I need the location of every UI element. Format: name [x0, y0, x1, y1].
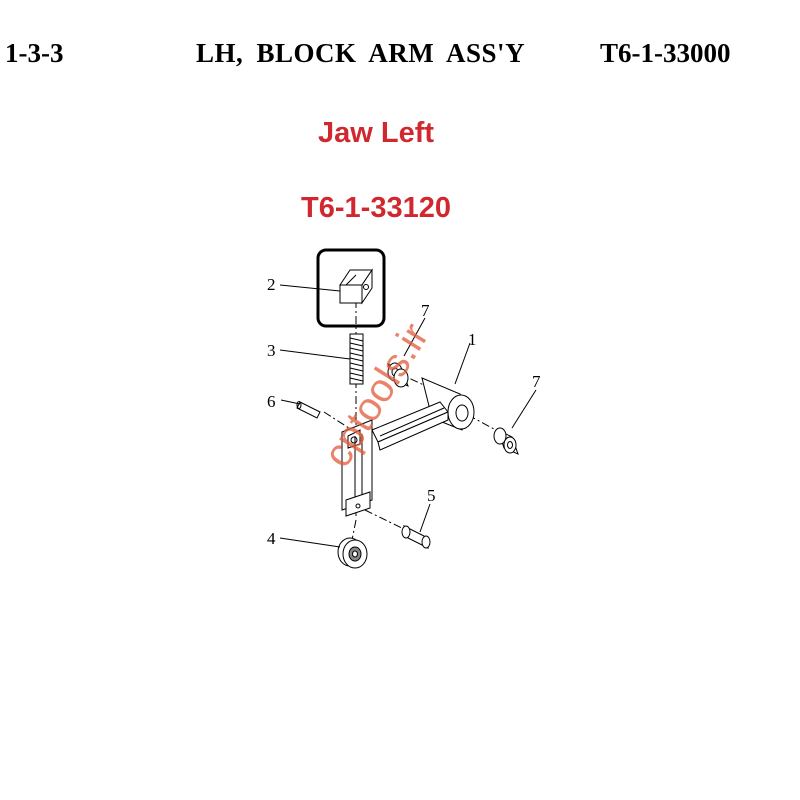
leader-7-upper [403, 317, 426, 357]
callout-5: 5 [427, 486, 436, 505]
part-3-spring [349, 333, 364, 385]
pin-axis-lower [364, 509, 415, 535]
part-6-pin [296, 401, 321, 419]
section-number: 1-3-3 [5, 38, 64, 68]
leader-6 [280, 399, 301, 405]
leader-3 [279, 349, 351, 360]
pin-axis [323, 411, 353, 431]
highlight-part-number: T6-1-33120 [301, 192, 451, 224]
leader-1 [454, 342, 471, 385]
highlight-part-name: Jaw Left [317, 117, 435, 149]
part-2-jaw-block [339, 268, 373, 305]
callout-1: 1 [468, 330, 477, 349]
callout-2: 2 [267, 275, 276, 294]
watermark: cptools.ir [315, 316, 437, 475]
part-5-pin [401, 525, 431, 549]
bushing-axis [395, 371, 446, 396]
callout-3: 3 [267, 341, 276, 360]
highlight-box [316, 248, 386, 328]
part-7-bushing-right [493, 427, 519, 455]
leader-4 [279, 537, 341, 548]
callout-7-upper: 7 [421, 301, 430, 320]
leader-2 [279, 284, 341, 292]
callout-4: 4 [267, 529, 276, 548]
page-title: LH, BLOCK ARM ASS'Y [196, 38, 526, 68]
assembly-part-number: T6-1-33000 [600, 38, 731, 68]
part-7-bushing-upper [387, 362, 409, 388]
leader-7-right [511, 389, 537, 429]
leader-5 [419, 503, 431, 533]
callout-6: 6 [267, 392, 276, 411]
part-1-block-arm [341, 377, 475, 517]
callout-7-right: 7 [532, 372, 541, 391]
part-4-roller [337, 537, 368, 569]
